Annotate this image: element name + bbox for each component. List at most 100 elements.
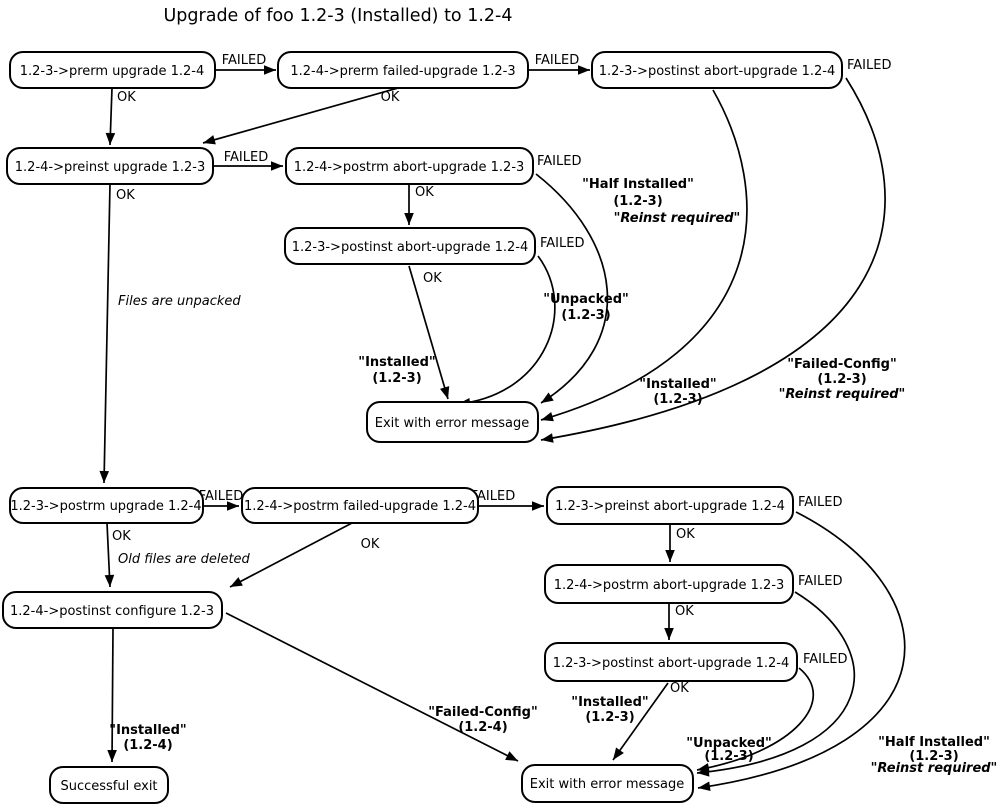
node-preinst-upgrade: 1.2-4->preinst upgrade 1.2-3 (6, 147, 214, 185)
state-installed: "Installed" (358, 355, 435, 370)
label-failed: FAILED (471, 489, 515, 504)
label-failed: FAILED (537, 154, 581, 169)
node-label: 1.2-3->postrm upgrade 1.2-4 (10, 499, 201, 514)
node-prerm-failed-upgrade: 1.2-4->prerm failed-upgrade 1.2-3 (277, 51, 529, 89)
diagram-title: Upgrade of foo 1.2-3 (Installed) to 1.2-… (164, 6, 513, 26)
node-exit-error-mid: Exit with error message (366, 401, 539, 443)
node-box (241, 487, 479, 524)
label-ok: OK (116, 188, 135, 203)
label-failed: FAILED (847, 58, 891, 73)
edge-postrm-ok-to-configure (104, 522, 115, 588)
node-postrm-abort-upgrade-lower: 1.2-4->postrm abort-upgrade 1.2-3 (544, 564, 794, 604)
state-version: (1.2-3) (817, 372, 866, 387)
edges (99, 65, 906, 792)
label-failed: FAILED (803, 652, 847, 667)
state-version: (1.2-3) (909, 749, 958, 764)
node-label: 1.2-4->prerm failed-upgrade 1.2-3 (290, 64, 515, 79)
node-label: Exit with error message (530, 777, 685, 792)
edge-prerm-ok-to-preinst (105, 87, 116, 146)
node-box (6, 147, 214, 185)
state-version: (1.2-3) (613, 194, 662, 209)
state-failed-config: "Failed-Config" (428, 705, 538, 720)
label-ok: OK (675, 604, 694, 619)
state-version: (1.2-4) (123, 738, 172, 753)
label-failed: FAILED (798, 495, 842, 510)
state-half-installed: "Half Installed" (878, 735, 990, 750)
state-labels: "Half Installed" (1.2-3) "Reinst require… (109, 177, 997, 776)
node-preinst-abort-upgrade: 1.2-3->preinst abort-upgrade 1.2-4 (546, 486, 794, 525)
edge-preinst-ok-to-postrm (99, 183, 111, 484)
state-installed: "Installed" (109, 723, 186, 738)
label-ok: OK (676, 527, 695, 542)
edge-labels: FAILED FAILED FAILED OK OK FAILED FAILED… (112, 53, 891, 696)
label-ok: OK (381, 90, 400, 105)
state-version: (1.2-3) (561, 308, 610, 323)
node-label: 1.2-3->postinst abort-upgrade 1.2-4 (599, 64, 836, 79)
node-label: 1.2-3->prerm upgrade 1.2-4 (20, 64, 205, 79)
node-prerm-upgrade: 1.2-3->prerm upgrade 1.2-4 (9, 51, 216, 89)
edge-postrmabortlower-failed-to-exit (696, 591, 855, 777)
label-ok: OK (117, 90, 136, 105)
state-version: (1.2-4) (458, 720, 507, 735)
node-box (591, 51, 843, 89)
label-failed: FAILED (535, 53, 579, 68)
node-box (277, 51, 529, 89)
edge-postinstabortbottom-ok-to-exit (612, 682, 669, 761)
label-ok: OK (423, 271, 442, 286)
edge-postinstabortbottom-failed-to-exit (696, 667, 815, 773)
label-ok: OK (415, 185, 434, 200)
edge-postinstabort-ok-to-exit (540, 89, 748, 422)
node-label: 1.2-4->preinst upgrade 1.2-3 (15, 160, 205, 175)
node-box (521, 764, 694, 803)
note-old-files-deleted: Old files are deleted (118, 552, 251, 567)
node-exit-error-bottom: Exit with error message (521, 764, 694, 803)
label-failed: FAILED (224, 150, 268, 165)
edge-postrmfailed-ok-to-configure (229, 522, 353, 588)
node-label: 1.2-4->postinst configure 1.2-3 (10, 604, 214, 619)
edge-postinstabort-failed-to-exit (540, 77, 886, 443)
state-reinst-required: "Reinst required" (614, 211, 741, 226)
label-failed: FAILED (222, 53, 266, 68)
state-reinst-required: "Reinst required" (871, 761, 998, 776)
label-failed: FAILED (199, 489, 243, 504)
label-ok: OK (670, 681, 689, 696)
node-label: 1.2-4->postrm failed-upgrade 1.2-4 (244, 499, 476, 514)
state-version: (1.2-3) (653, 392, 702, 407)
node-postrm-upgrade: 1.2-3->postrm upgrade 1.2-4 (9, 487, 204, 524)
state-version: (1.2-3) (372, 371, 421, 386)
state-version: (1.2-3) (585, 710, 634, 725)
node-postrm-abort-upgrade-upper: 1.2-4->postrm abort-upgrade 1.2-3 (285, 147, 534, 185)
node-postinst-abort-upgrade-top: 1.2-3->postinst abort-upgrade 1.2-4 (591, 51, 843, 89)
edge-configure-failed-to-exit (225, 612, 519, 762)
state-reinst-required: "Reinst required" (779, 387, 906, 402)
node-box (285, 147, 534, 185)
node-box (284, 227, 536, 265)
node-box (544, 564, 794, 604)
edge-configure-ok-to-success (107, 627, 117, 763)
node-label: Exit with error message (375, 416, 530, 431)
edge-postinstabortmid-ok-to-exit (408, 265, 450, 400)
node-box (366, 401, 539, 443)
state-version: (1.2-3) (704, 749, 753, 764)
node-label: 1.2-4->postrm abort-upgrade 1.2-3 (294, 160, 525, 175)
note-files-unpacked: Files are unpacked (118, 294, 241, 309)
node-successful-exit: Successful exit (49, 766, 169, 804)
node-label: 1.2-3->preinst abort-upgrade 1.2-4 (555, 499, 785, 514)
label-failed: FAILED (798, 574, 842, 589)
label-failed: FAILED (540, 236, 584, 251)
node-label: Successful exit (60, 779, 157, 794)
label-ok: OK (112, 529, 131, 544)
edge-preinstabort-failed-to-exit (697, 511, 906, 792)
node-label: 1.2-4->postrm abort-upgrade 1.2-3 (554, 578, 785, 593)
node-postrm-failed-upgrade: 1.2-4->postrm failed-upgrade 1.2-4 (241, 487, 479, 524)
node-box (9, 487, 204, 524)
node-box (546, 486, 794, 525)
node-box (544, 642, 798, 682)
node-postinst-abort-upgrade-mid: 1.2-3->postinst abort-upgrade 1.2-4 (284, 227, 536, 265)
node-postinst-abort-upgrade-bottom: 1.2-3->postinst abort-upgrade 1.2-4 (544, 642, 798, 682)
state-installed: "Installed" (571, 695, 648, 710)
node-box (2, 591, 223, 629)
label-ok: OK (361, 537, 380, 552)
